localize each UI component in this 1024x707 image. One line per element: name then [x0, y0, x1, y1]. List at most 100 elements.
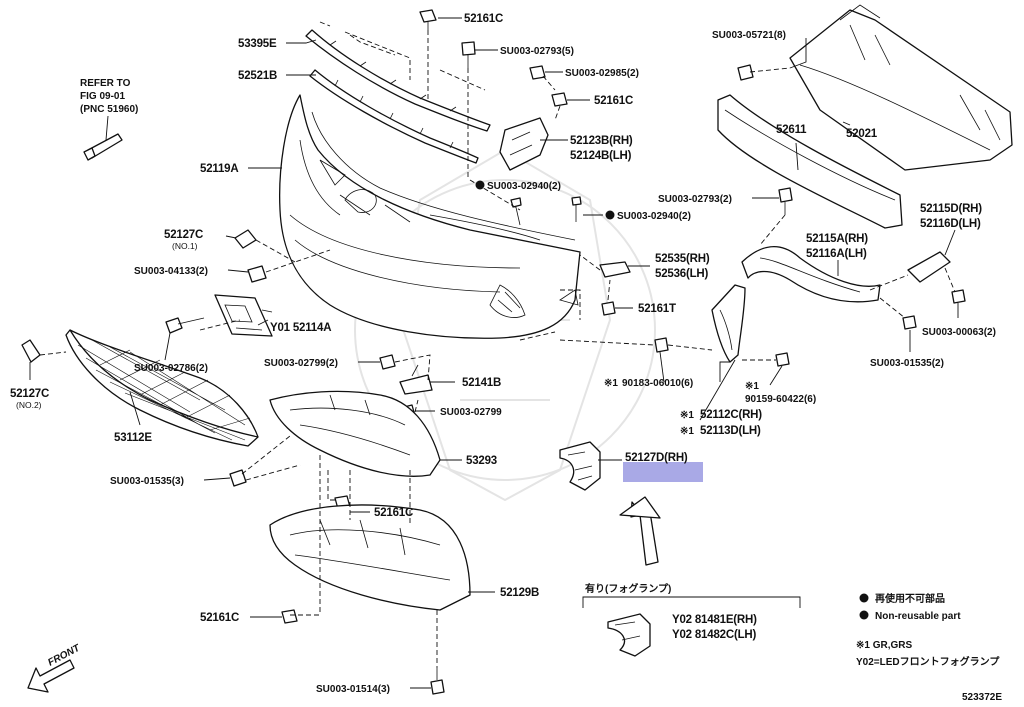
bolt-02799-2: [379, 354, 396, 370]
labels: 53395E 52521B 52119A 52127C (NO.1) SU003…: [10, 13, 996, 695]
label-su-01535-2: SU003-01535(2): [870, 358, 944, 369]
nonreuse-dot-a: [475, 180, 485, 190]
extension-52112c: [711, 284, 746, 363]
label-su-02940-a: SU003-02940(2): [487, 181, 561, 192]
label-52113d: 52113D(LH): [700, 425, 761, 437]
label-90183: 90183-06010(6): [622, 378, 693, 389]
bolt-01514: [430, 668, 445, 695]
label-su-00063: SU003-00063(2): [922, 327, 996, 338]
absorber-52611: [717, 94, 903, 229]
cap-52127c-no1: [234, 229, 257, 249]
nonreuse-dot-b: [605, 210, 615, 220]
highlight-box: [623, 462, 703, 482]
label-52112c: 52112C(RH): [700, 409, 762, 421]
legend-reuse-jp: 再使用不可部品: [875, 592, 945, 605]
label-52161c-2: 52161C: [594, 95, 633, 107]
label-52116d: 52116D(LH): [920, 218, 981, 230]
label-53293: 53293: [466, 455, 497, 467]
label-su-02985: SU003-02985(2): [565, 68, 639, 79]
label-su-04133: SU003-04133(2): [134, 266, 208, 277]
strip-53395e: [305, 29, 491, 132]
label-52114a: Y01 52114A: [270, 322, 331, 334]
label-52115d: 52115D(RH): [920, 203, 982, 215]
strip-52521b: [309, 69, 479, 164]
bolt-02793-5: [461, 41, 476, 68]
clip-52161c-4: [281, 609, 298, 624]
label-52521b: 52521B: [238, 70, 277, 82]
label-su-02799: SU003-02799: [440, 407, 502, 418]
svg-text:REFER TO: REFER TO: [80, 78, 131, 89]
clip-52161t: [601, 301, 616, 316]
label-52536: 52536(LH): [655, 268, 709, 280]
label-su-02799-2: SU003-02799(2): [264, 358, 338, 369]
label-52535: 52535(RH): [655, 253, 710, 265]
label-52161c-4: 52161C: [200, 612, 239, 624]
clip-04133: [247, 265, 267, 283]
label-52141b: 52141B: [462, 377, 501, 389]
bracket-52123b: [499, 117, 549, 171]
label-su-02793-2: SU003-02793(2): [658, 194, 732, 205]
bracket-52141b: [399, 364, 433, 395]
legend-note2: Y02=LEDフロントフォグランプ: [856, 655, 1000, 668]
fog-option-box: [582, 596, 801, 657]
label-su-02940-b: SU003-02940(2): [617, 211, 691, 222]
label-52124b: 52124B(LH): [570, 150, 632, 162]
label-su-02793-5: SU003-02793(5): [500, 46, 574, 57]
reinforcement-52021: [789, 4, 1013, 171]
label-fog-title: 有り(フォグランプ): [585, 582, 671, 595]
nut-02985: [529, 65, 546, 80]
label-no2: (NO.2): [16, 400, 42, 410]
legend: 再使用不可部品 Non-reusable part ※1 GR,GRS Y02=…: [856, 592, 1000, 668]
label-mark-52112c: ※1: [680, 410, 694, 421]
bolt-02793-2: [778, 187, 793, 215]
bolt-05721: [737, 64, 754, 81]
label-su-02786: SU003-02786(2): [134, 363, 208, 374]
label-52161c-top: 52161C: [464, 13, 503, 25]
label-52123b: 52123B(RH): [570, 135, 633, 147]
svg-text:(PNC 51960): (PNC 51960): [80, 104, 138, 115]
label-52115a: 52115A(RH): [806, 233, 868, 245]
bracket-52535: [599, 261, 631, 278]
bolt-01535-2: [902, 315, 917, 330]
label-no1: (NO.1): [172, 241, 198, 251]
label-52127c-no1: 52127C: [164, 229, 203, 241]
leader-lines: [29, 17, 959, 689]
label-mark-52113d: ※1: [680, 426, 694, 437]
clip-52161c-2: [551, 92, 568, 107]
label-52116a: 52116A(LH): [806, 248, 867, 260]
undercover-52129b: [269, 504, 471, 611]
bolt-00063: [951, 289, 966, 304]
label-81481e: Y02 81481E(RH): [672, 614, 757, 626]
bolt-02940-b: [571, 196, 582, 222]
svg-text:FIG 09-01: FIG 09-01: [80, 91, 125, 102]
label-52127c-no2: 52127C: [10, 388, 49, 400]
label-52161t: 52161T: [638, 303, 676, 315]
label-52127d: 52127D(RH): [625, 452, 688, 464]
front-arrow: [27, 659, 75, 693]
label-52611: 52611: [776, 124, 807, 136]
arrow-up: [619, 496, 661, 566]
figure-id: 523372E: [962, 692, 1002, 703]
label-52161c-3: 52161C: [374, 507, 413, 519]
grille-53112e: [65, 329, 259, 447]
label-90159: 90159-60422(6): [745, 394, 816, 405]
label-52021: 52021: [846, 128, 878, 140]
refer-note: REFER TO FIG 09-01 (PNC 51960): [80, 78, 138, 141]
legend-dot-jp: [859, 593, 869, 603]
clip-90183: [654, 337, 669, 353]
label-mark-90159: ※1: [745, 381, 759, 392]
label-52119a: 52119A: [200, 163, 238, 175]
label-su-01514: SU003-01514(3): [316, 684, 390, 695]
assembly-lines: [39, 21, 956, 668]
label-53112e: 53112E: [114, 432, 152, 444]
label-81482c: Y02 81482C(LH): [672, 629, 756, 641]
label-53395e: 53395E: [238, 38, 277, 50]
legend-note1: ※1 GR,GRS: [856, 640, 912, 651]
label-mark-90183: ※1: [604, 378, 618, 389]
legend-reuse-en: Non-reusable part: [875, 611, 961, 622]
cap-52127c-no2: [21, 339, 41, 363]
bracket-52115d: [907, 251, 951, 283]
bracket-52114a: [214, 294, 273, 337]
undercover-53293: [269, 390, 441, 477]
